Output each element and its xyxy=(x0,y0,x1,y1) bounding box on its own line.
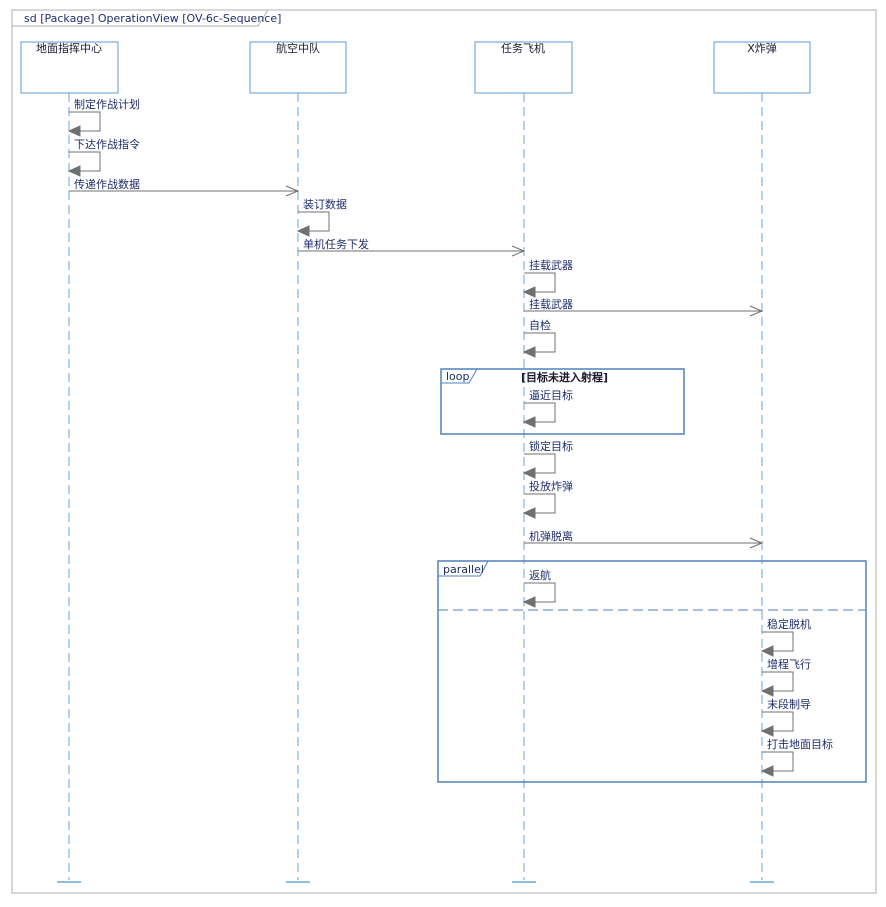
message-label: 增程飞行 xyxy=(767,657,811,671)
lifeline-ground[interactable]: 地面指挥中心 xyxy=(20,41,119,883)
fragment-parallel[interactable]: parallel xyxy=(437,560,867,783)
message-label: 机弹脱离 xyxy=(529,529,573,543)
message-10[interactable]: 投放炸弹 xyxy=(522,479,573,519)
arrowhead-filled xyxy=(296,225,310,237)
message-label: 装订数据 xyxy=(303,197,347,211)
arrowhead-filled xyxy=(67,165,81,177)
diagram-frame xyxy=(11,9,877,894)
message-label: 制定作战计划 xyxy=(74,97,140,111)
fragment-loop-tab xyxy=(441,368,478,384)
lifeline-label-ground: 地面指挥中心 xyxy=(36,41,102,55)
message-label: 返航 xyxy=(529,568,551,582)
message-label: 末段制导 xyxy=(767,697,811,711)
fragment-parallel-tab xyxy=(438,560,489,577)
message-6[interactable]: 挂载武器 xyxy=(524,297,764,317)
lifeline-head-bomb xyxy=(713,41,811,94)
message-label: 锁定目标 xyxy=(529,439,573,453)
frame-title-tab xyxy=(12,9,269,27)
self-message-line xyxy=(524,272,556,293)
message-label: 逼近目标 xyxy=(529,388,573,402)
message-15[interactable]: 末段制导 xyxy=(760,697,811,737)
arrowhead-filled xyxy=(760,765,774,777)
message-11[interactable]: 机弹脱离 xyxy=(524,529,764,549)
self-message-line xyxy=(524,493,556,514)
arrowhead-filled xyxy=(760,645,774,657)
message-label: 打击地面目标 xyxy=(767,737,833,751)
self-message-line xyxy=(762,711,794,732)
message-label: 挂载武器 xyxy=(529,258,573,272)
arrowhead-filled xyxy=(522,467,536,479)
message-16[interactable]: 打击地面目标 xyxy=(760,737,833,777)
message-label: 单机任务下发 xyxy=(303,237,369,251)
message-4[interactable]: 单机任务下发 xyxy=(298,237,526,257)
arrowhead-open xyxy=(285,185,300,197)
message-8[interactable]: 逼近目标 xyxy=(522,388,573,428)
self-message-line xyxy=(524,402,556,423)
arrowhead-filled xyxy=(760,725,774,737)
message-3[interactable]: 装订数据 xyxy=(296,197,347,237)
self-message-line xyxy=(762,751,794,772)
self-message-line xyxy=(762,631,794,652)
message-13[interactable]: 稳定脱机 xyxy=(760,617,811,657)
fragment-loop-guard: [目标未进入射程] xyxy=(521,370,608,384)
self-message-line xyxy=(69,151,101,172)
fragment-loop[interactable]: loop [目标未进入射程] xyxy=(440,368,685,435)
arrowhead-filled xyxy=(522,346,536,358)
message-label: 稳定脱机 xyxy=(767,617,811,631)
message-label: 自检 xyxy=(529,318,551,332)
lifeline-aircraft[interactable]: 任务飞机 xyxy=(474,41,573,883)
self-message-line xyxy=(762,671,794,692)
arrowhead-filled xyxy=(522,286,536,298)
lifeline-label-squadron: 航空中队 xyxy=(276,41,320,55)
lifeline-head-aircraft xyxy=(474,41,573,94)
message-label: 下达作战指令 xyxy=(74,137,140,151)
fragment-loop-box xyxy=(440,368,685,435)
lifeline-label-bomb: X炸弹 xyxy=(747,41,777,55)
self-message-line xyxy=(298,211,330,232)
arrowhead-open xyxy=(749,305,764,317)
message-7[interactable]: 自检 xyxy=(522,318,556,358)
self-message-line xyxy=(524,332,556,353)
lifeline-squadron[interactable]: 航空中队 xyxy=(249,41,347,883)
arrowhead-filled xyxy=(760,685,774,697)
fragment-parallel-box xyxy=(437,560,867,783)
lifeline-label-aircraft: 任务飞机 xyxy=(501,41,545,55)
arrowhead-filled xyxy=(522,416,536,428)
messages: 制定作战计划下达作战指令传递作战数据装订数据单机任务下发挂载武器挂载武器自检逼近… xyxy=(67,97,833,777)
message-1[interactable]: 下达作战指令 xyxy=(67,137,140,177)
lifeline-head-squadron xyxy=(249,41,347,94)
message-label: 传递作战数据 xyxy=(74,177,140,191)
self-message-line xyxy=(524,453,556,474)
arrowhead-filled xyxy=(522,596,536,608)
message-label: 挂载武器 xyxy=(529,297,573,311)
arrowhead-filled xyxy=(67,125,81,137)
message-5[interactable]: 挂载武器 xyxy=(522,258,573,298)
lifeline-bomb[interactable]: X炸弹 xyxy=(713,41,811,883)
message-12[interactable]: 返航 xyxy=(522,568,556,608)
arrowhead-open xyxy=(749,537,764,549)
message-14[interactable]: 增程飞行 xyxy=(760,657,811,697)
self-message-line xyxy=(69,111,101,132)
self-message-line xyxy=(524,582,556,603)
message-label: 投放炸弹 xyxy=(529,479,573,493)
fragment-loop-operator: loop xyxy=(446,370,470,383)
message-2[interactable]: 传递作战数据 xyxy=(69,177,300,197)
frame-title: sd [Package] OperationView [OV-6c-Sequen… xyxy=(24,12,281,25)
arrowhead-open xyxy=(511,245,526,257)
message-9[interactable]: 锁定目标 xyxy=(522,439,573,479)
fragment-parallel-operator: parallel xyxy=(443,563,484,576)
message-0[interactable]: 制定作战计划 xyxy=(67,97,140,137)
arrowhead-filled xyxy=(522,507,536,519)
